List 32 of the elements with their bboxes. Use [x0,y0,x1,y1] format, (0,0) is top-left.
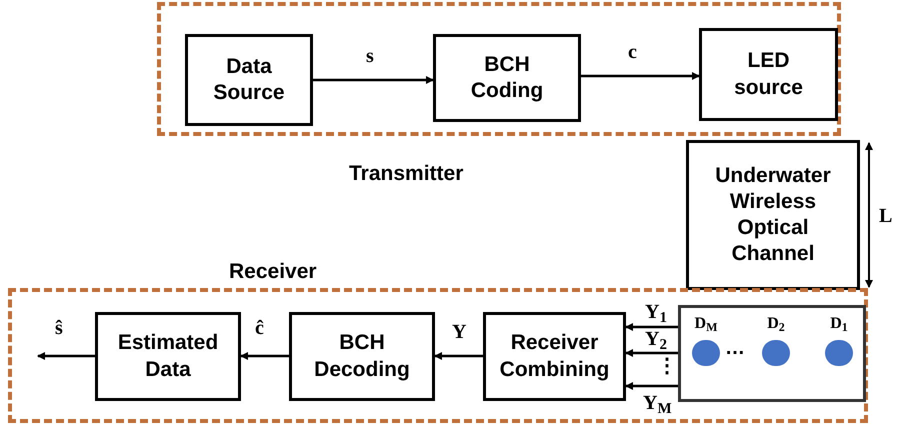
process-box: LED source [699,28,838,121]
process-box: BCH Decoding [289,312,435,401]
arrow [240,352,289,360]
detector-label: D$_{2}$ [767,316,785,332]
group-title: Transmitter [349,161,464,187]
arrow [625,349,678,357]
detector-label: D$_{1}$ [830,316,848,332]
process-box: Receiver Combining [483,312,626,401]
process-box: BCH Coding [433,34,581,122]
arrow [625,323,678,331]
detector-array-box [678,305,866,402]
ellipsis-label: … [725,338,745,358]
arrow [434,352,483,360]
edge-label: Y$_{1}$ [645,302,667,322]
edge-label: ĉ [255,318,264,338]
arrow [37,352,95,360]
edge-label: Y$_{2}$ [645,329,667,349]
process-box: Estimated Data [95,312,241,401]
detector-label: D$_{M}$ [694,316,718,332]
edge-label: c [628,42,637,62]
ellipsis-label: ⋮ [657,356,677,376]
length-label: L [879,206,892,226]
edge-label: Y$_{M}$ [643,393,672,413]
group-title: Receiver [229,259,317,285]
edge-label: Y [452,322,466,342]
arrow [581,72,700,80]
edge-label: s [366,46,374,66]
process-box: Underwater Wireless Optical Channel [686,140,860,290]
arrow [625,382,678,390]
arrow [313,76,434,84]
edge-label: ŝ [55,318,63,338]
process-box: Data Source [185,34,313,126]
